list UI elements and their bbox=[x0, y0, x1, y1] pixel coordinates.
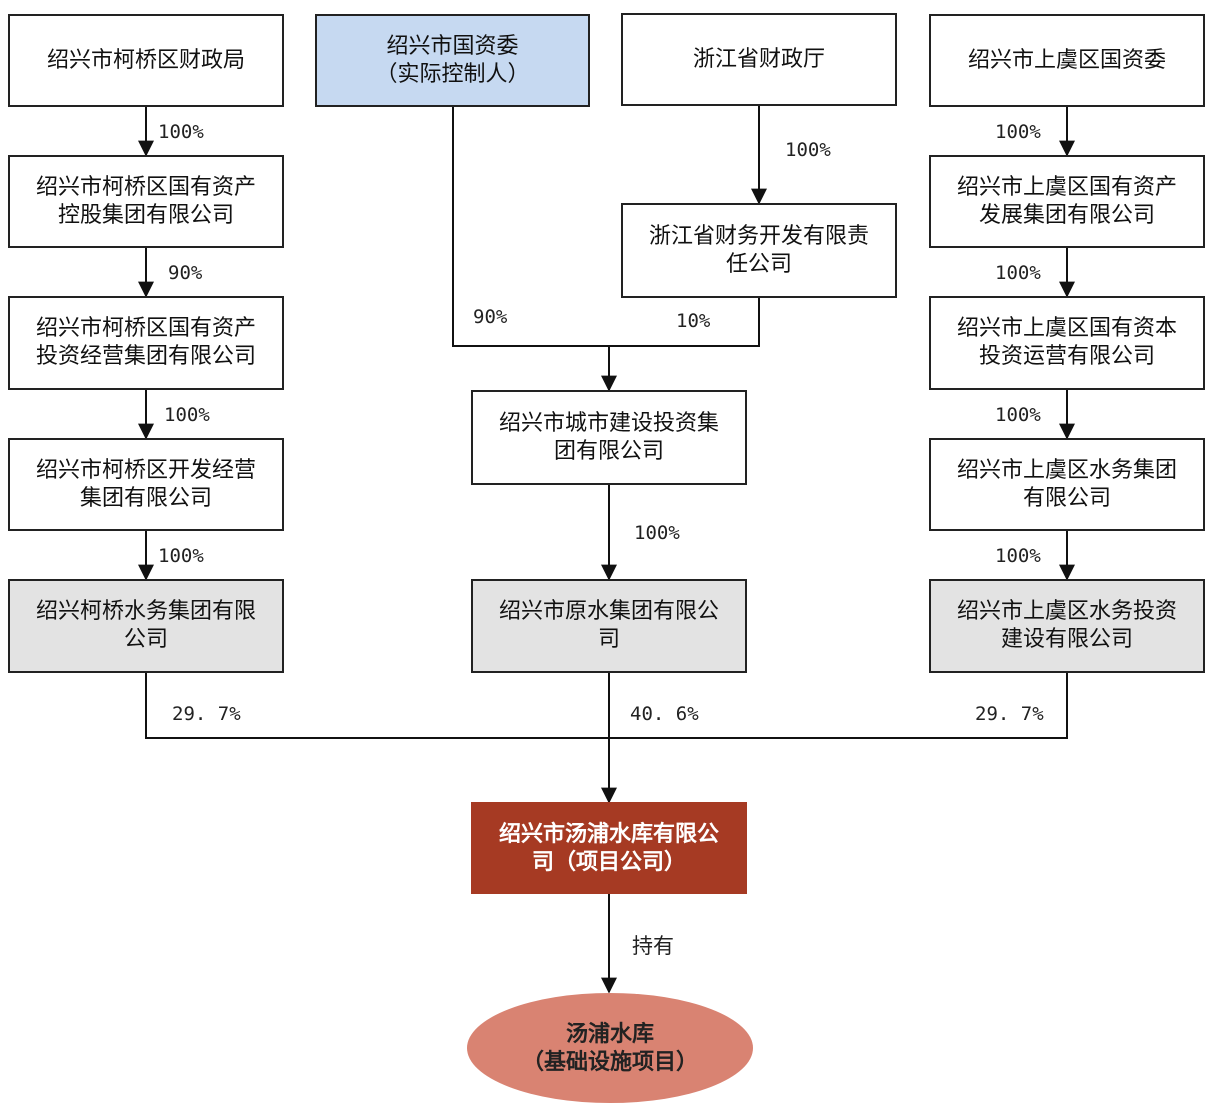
node-keqiao-invest-group: 绍兴市柯桥区国有资产投资经营集团有限公司 bbox=[8, 296, 284, 390]
label-keqiao-invest-devop: 100% bbox=[164, 404, 210, 426]
label-shangyu-dev-capital: 100% bbox=[995, 262, 1041, 284]
label-project-reservoir: 持有 bbox=[632, 934, 674, 958]
edge-zjdev-city bbox=[609, 298, 760, 347]
edge-keqiao-water-project bbox=[145, 673, 609, 739]
node-keqiao-dev-op-group: 绍兴市柯桥区开发经营集团有限公司 bbox=[8, 438, 284, 531]
label-city-rawwater: 100% bbox=[634, 522, 680, 544]
label-sasac-city: 90% bbox=[473, 306, 508, 328]
label-shangyu-water-invest: 100% bbox=[995, 545, 1041, 567]
node-project-company: 绍兴市汤浦水库有限公司（项目公司） bbox=[471, 802, 747, 894]
node-shangyu-asset-dev-group: 绍兴市上虞区国有资产发展集团有限公司 bbox=[929, 155, 1205, 248]
label-shangyu-sasac-dev: 100% bbox=[995, 121, 1041, 143]
node-keqiao-finance-bureau: 绍兴市柯桥区财政局 bbox=[8, 14, 284, 107]
label-zj-finance-dev: 100% bbox=[785, 139, 831, 161]
label-keqiao-devop-water: 100% bbox=[158, 545, 204, 567]
label-shangyu-capital-water: 100% bbox=[995, 404, 1041, 426]
node-zhejiang-finance-dev-co: 浙江省财务开发有限责任公司 bbox=[621, 203, 897, 298]
label-keqiao-holding-invest: 90% bbox=[168, 262, 203, 284]
label-keqiao-finance-holding: 100% bbox=[158, 121, 204, 143]
node-keqiao-water-group: 绍兴柯桥水务集团有限公司 bbox=[8, 579, 284, 673]
node-raw-water-group: 绍兴市原水集团有限公司 bbox=[471, 579, 747, 673]
edge-shangyu-invest-project bbox=[609, 673, 1068, 739]
label-shangyu-invest-project: 29. 7% bbox=[975, 703, 1044, 725]
edge-sasac-city bbox=[452, 107, 609, 347]
node-reservoir-infrastructure: 汤浦水库 （基础设施项目） bbox=[467, 993, 753, 1103]
node-sasac-actual-controller: 绍兴市国资委（实际控制人） bbox=[315, 14, 590, 107]
node-city-construction-group: 绍兴市城市建设投资集团有限公司 bbox=[471, 390, 747, 485]
label-zjdev-city: 10% bbox=[676, 310, 711, 332]
node-shangyu-capital-co: 绍兴市上虞区国有资本投资运营有限公司 bbox=[929, 296, 1205, 390]
node-shangyu-sasac: 绍兴市上虞区国资委 bbox=[929, 14, 1205, 107]
node-keqiao-holding-group: 绍兴市柯桥区国有资产控股集团有限公司 bbox=[8, 155, 284, 248]
label-keqiao-water-project: 29. 7% bbox=[172, 703, 241, 725]
node-shangyu-water-invest-co: 绍兴市上虞区水务投资建设有限公司 bbox=[929, 579, 1205, 673]
node-shangyu-water-group: 绍兴市上虞区水务集团有限公司 bbox=[929, 438, 1205, 531]
node-zhejiang-finance-dept: 浙江省财政厅 bbox=[621, 13, 897, 106]
label-raw-water-project: 40. 6% bbox=[630, 703, 699, 725]
